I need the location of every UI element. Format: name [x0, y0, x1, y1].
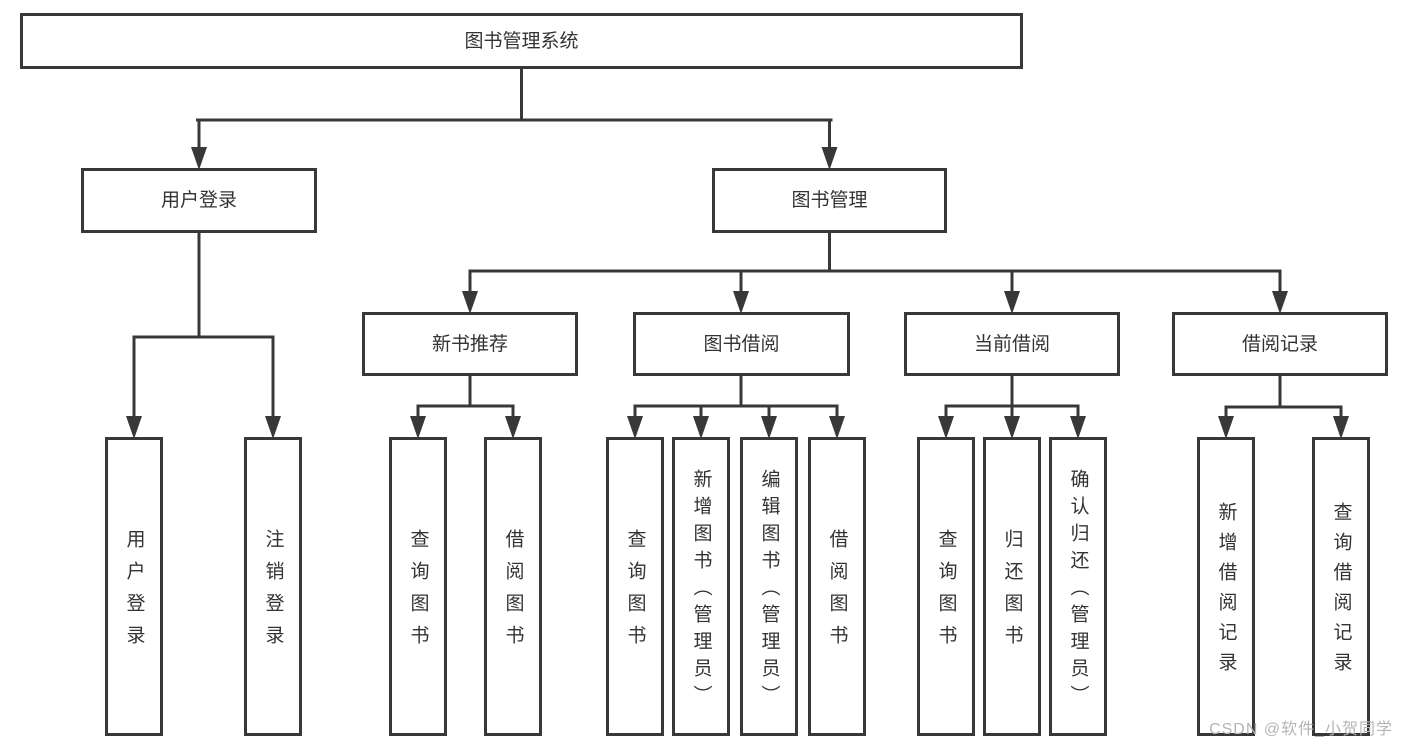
leaf-label: 确认归还（管理员） — [1067, 469, 1089, 712]
connector-borrow-records-children — [1218, 373, 1349, 439]
node-user-login-leaf: 用户登录 — [105, 437, 163, 736]
node-add-books-admin: 新增图书（管理员） — [672, 437, 730, 736]
leaf-label: 用户登录 — [123, 529, 145, 657]
node-user-login: 用户登录 — [81, 168, 317, 233]
leaf-label: 归还图书 — [1001, 529, 1023, 657]
node-confirm-return-admin: 确认归还（管理员） — [1049, 437, 1107, 736]
node-logout-leaf: 注销登录 — [244, 437, 302, 736]
node-new-book-recommend: 新书推荐 — [362, 312, 578, 376]
node-query-books-borrow: 查询图书 — [606, 437, 664, 736]
connector-book-borrow-children — [627, 373, 845, 439]
leaf-label: 查询图书 — [935, 529, 957, 657]
connector-current-borrow-children — [938, 372, 1086, 439]
connector-user-login-children — [126, 228, 281, 439]
leaf-label: 借阅图书 — [502, 529, 524, 657]
leaf-label: 编辑图书（管理员） — [758, 469, 780, 712]
node-query-borrow-record: 查询借阅记录 — [1312, 437, 1370, 736]
leaf-label: 注销登录 — [262, 529, 284, 657]
leaf-label: 查询借阅记录 — [1330, 502, 1352, 682]
node-add-borrow-record: 新增借阅记录 — [1197, 437, 1255, 736]
node-edit-books-admin: 编辑图书（管理员） — [740, 437, 798, 736]
connector-root-to-level2 — [191, 64, 838, 170]
node-book-management: 图书管理 — [712, 168, 947, 233]
node-query-books-recommend: 查询图书 — [389, 437, 447, 736]
leaf-label: 借阅图书 — [826, 529, 848, 657]
node-borrowing-records: 借阅记录 — [1172, 312, 1388, 376]
node-borrow-books-leaf: 借阅图书 — [808, 437, 866, 736]
leaf-label: 新增图书（管理员） — [690, 469, 712, 712]
leaf-label: 新增借阅记录 — [1215, 502, 1237, 682]
leaf-label: 查询图书 — [624, 529, 646, 657]
node-book-borrowing: 图书借阅 — [633, 312, 850, 376]
leaf-label: 查询图书 — [407, 529, 429, 657]
node-return-books: 归还图书 — [983, 437, 1041, 736]
csdn-watermark: CSDN @软件_小贺同学 — [1209, 721, 1393, 738]
connector-book-management-groups — [462, 229, 1288, 314]
node-current-borrowing: 当前借阅 — [904, 312, 1120, 376]
connector-new-book-children — [410, 372, 521, 439]
node-borrow-books-recommend: 借阅图书 — [484, 437, 542, 736]
node-root: 图书管理系统 — [20, 13, 1023, 69]
node-query-books-current: 查询图书 — [917, 437, 975, 736]
